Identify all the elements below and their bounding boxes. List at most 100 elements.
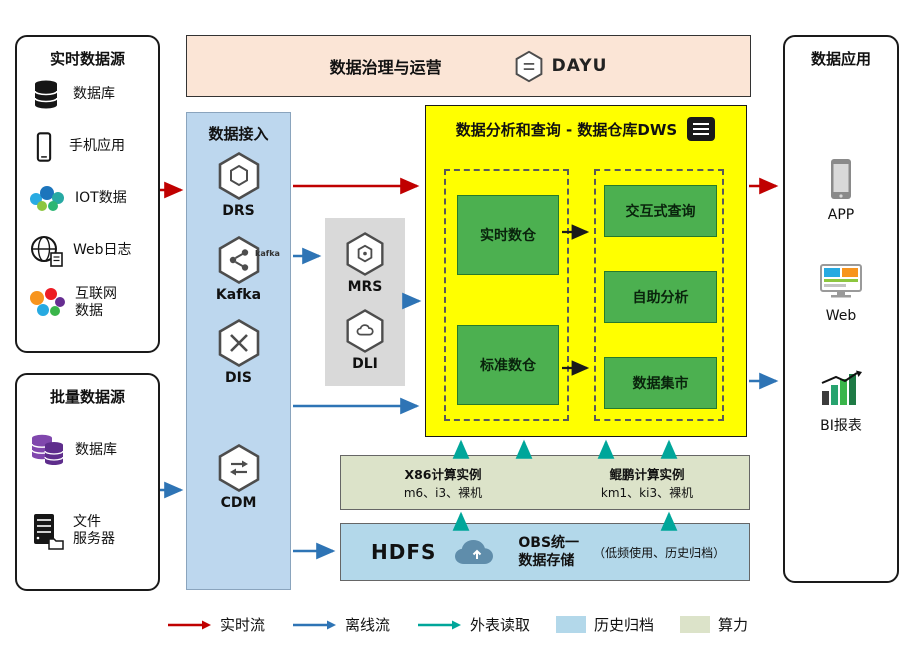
realtime-sources-panel: 实时数据源 数据库 手机应用 IOT数据 [15,35,160,353]
legend: 实时流 离线流 外表读取 历史归档 算力 [0,614,914,635]
bi-report-icon [821,370,862,405]
dws-title-row: 数据分析和查询 - 数据仓库DWS [426,106,746,142]
source-label: 手机应用 [69,138,125,155]
warehouse-standard: 标准数仓 [457,325,559,405]
dws-title: 数据分析和查询 - 数据仓库DWS [455,120,678,139]
legend-item-offline-flow: 离线流 [291,614,390,635]
dli-icon [346,309,384,353]
service-label: Kafka [215,287,262,303]
service-item-kafka: Kafka [187,235,290,303]
realtime-sources-title: 实时数据源 [49,50,125,68]
source-label: Web日志 [73,242,132,259]
realtime-arrow-icon [167,620,211,629]
app-label: BI报表 [820,418,862,434]
legend-label: 历史归档 [594,616,655,634]
dws-panel: 数据分析和查询 - 数据仓库DWS 实时数仓 标准数仓 交互式查询 自助分析 数… [425,105,747,437]
app-label: Web [825,308,857,324]
legend-label: 外表读取 [469,616,530,634]
report-icon [687,117,716,141]
mrs-icon [346,232,384,276]
service-self-analysis: 自助分析 [604,271,717,323]
data-ingestion-title: 数据接入 [208,125,269,143]
service-label: DIS [225,370,252,386]
drs-icon [218,151,259,201]
service-label: MRS [347,279,383,295]
phone-icon [36,132,52,162]
app-item-bi-report: BI报表 [785,369,897,435]
warehouse-realtime: 实时数仓 [457,195,559,275]
source-label: 互联网 数据 [75,285,117,320]
obs-note: （低频使用、历史归档） [593,545,726,560]
batch-sources-title: 批量数据源 [49,388,125,406]
legend-item-external-read: 外表读取 [416,614,530,635]
source-item-mobile-app: 手机应用 [17,121,158,173]
compute-title: X86计算实例 [404,467,482,482]
compute-subtitle: m6、i3、裸机 [403,486,483,500]
applications-title: 数据应用 [810,50,871,68]
hdfs-label: HDFS [371,540,437,564]
internet-data-icon [30,288,65,316]
app-icon [831,159,851,199]
service-label: DRS [222,203,255,219]
cloud-icon [455,540,494,564]
service-label: DLI [352,356,378,372]
kafka-wordmark: kafka [255,249,280,258]
web-icon [820,264,862,298]
cdm-icon [218,443,259,493]
compute-swatch [680,616,711,633]
legend-label: 算力 [718,616,749,634]
source-item-internet-data: 互联网 数据 [17,277,158,329]
legend-label: 离线流 [344,616,390,634]
service-item-dis: DIS [187,318,290,386]
app-label: APP [827,207,855,223]
governance-banner: 数据治理与运营 DAYU [186,35,751,97]
compute-title: 鲲鹏计算实例 [609,467,685,482]
service-item-cdm: CDM [187,443,290,511]
service-interactive-query: 交互式查询 [604,185,717,237]
dayu-logo: DAYU [514,50,608,83]
app-item-web: Web [785,262,897,324]
legend-item-history-archive: 历史归档 [556,614,654,635]
source-label: 数据库 [73,86,115,103]
service-item-dli: DLI [344,308,386,372]
governance-title: 数据治理与运营 [329,58,442,77]
iot-icon [30,186,64,211]
service-label: CDM [220,495,257,511]
storage-panel: HDFS OBS统一 数据存储 （低频使用、历史归档） [340,523,750,581]
app-item-app: APP [785,157,897,223]
dayu-icon [515,50,542,82]
service-data-mart: 数据集市 [604,357,717,409]
warehouse-group: 实时数仓 标准数仓 [444,169,569,421]
batch-sources-panel: 批量数据源 数据库 文件 服务器 [15,373,160,591]
source-item-iot: IOT数据 [17,173,158,225]
legend-label: 实时流 [219,616,265,634]
external-read-arrow-icon [417,620,461,629]
source-label: 数据库 [75,442,117,459]
service-item-mrs: MRS [344,231,386,295]
offline-arrow-icon [292,620,336,629]
compute-x86: X86计算实例 m6、i3、裸机 [341,456,545,509]
service-item-drs: DRS [187,151,290,219]
archive-swatch [556,616,586,633]
source-item-database: 数据库 [17,69,158,121]
legend-item-realtime-flow: 实时流 [166,614,265,635]
obs-title: OBS统一 数据存储 [518,534,580,569]
source-item-batch-database: 数据库 [17,415,158,487]
data-ingestion-panel: 数据接入 DRS Kafka kafka [186,112,291,590]
source-label: 文件 服务器 [73,513,115,548]
file-server-icon [34,514,64,550]
applications-panel: 数据应用 APP Web [783,35,899,583]
compute-subtitle: km1、ki3、裸机 [600,486,694,500]
middleware-panel: MRS DLI [325,218,405,386]
source-item-file-server: 文件 服务器 [17,495,158,567]
database-stack-icon [31,434,64,465]
database-icon [34,80,58,109]
compute-instances-panel: X86计算实例 m6、i3、裸机 鲲鹏计算实例 km1、ki3、裸机 [340,455,750,510]
service-group: 交互式查询 自助分析 数据集市 [594,169,724,421]
dis-icon [218,318,259,368]
compute-kunpeng: 鲲鹏计算实例 km1、ki3、裸机 [545,456,749,509]
legend-item-compute-power: 算力 [680,614,748,635]
source-item-web-log: Web日志 [17,225,158,277]
web-log-icon [31,236,63,267]
